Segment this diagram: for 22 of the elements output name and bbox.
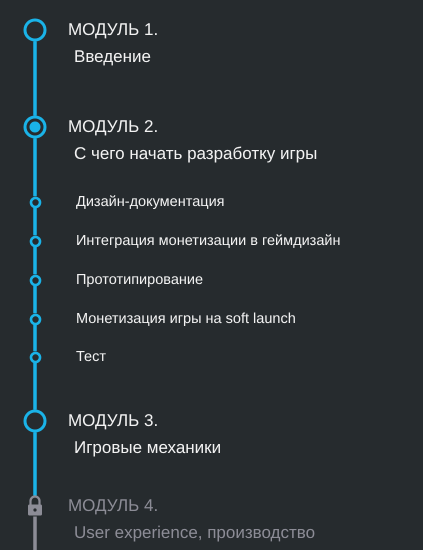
module-title: User experience, производство [74, 523, 316, 543]
module-title: Игровые механики [74, 438, 222, 458]
module-title: С чего начать разработку игры [74, 144, 318, 164]
lesson-title: Монетизация игры на soft launch [76, 310, 296, 329]
lesson-title: Прототипирование [76, 271, 204, 290]
timeline-line [33, 246, 37, 274]
timeline-line [33, 324, 37, 352]
lesson-title: Дизайн-документация [76, 193, 225, 212]
module-label: МОДУЛЬ 1. [68, 20, 158, 40]
timeline-line [33, 138, 37, 196]
timeline-line [33, 362, 37, 410]
timeline-line [33, 432, 37, 496]
module-title: Введение [74, 47, 151, 67]
timeline-line [33, 516, 37, 550]
timeline-line [33, 208, 37, 236]
module-label: МОДУЛЬ 2. [68, 117, 158, 137]
lesson-title: Интеграция монетизации в геймдизайн [76, 232, 340, 251]
module-label: МОДУЛЬ 4. [68, 496, 158, 516]
lesson-title: Тест [76, 348, 106, 367]
timeline-line [33, 42, 37, 116]
timeline-line [33, 286, 37, 314]
module-label: МОДУЛЬ 3. [68, 411, 158, 431]
